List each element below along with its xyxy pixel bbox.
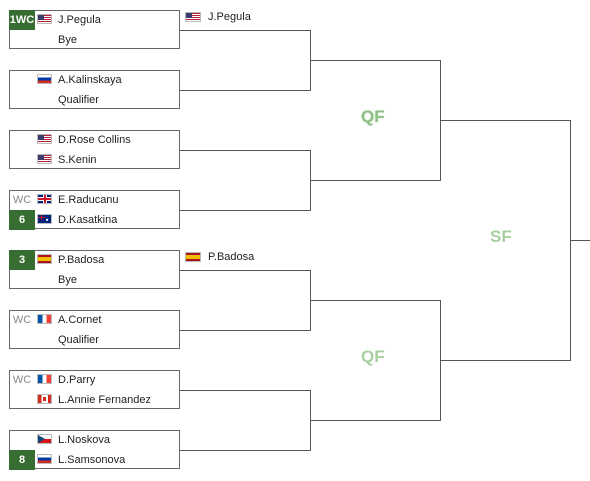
match-box[interactable]: 3 P.Badosa Bye — [9, 250, 180, 289]
player-name[interactable]: D.Rose Collins — [58, 134, 131, 146]
player-row[interactable]: D.Rose Collins — [10, 130, 179, 150]
match-box[interactable]: A.Kalinskaya Qualifier — [9, 70, 180, 109]
seed-badge: 6 — [9, 210, 35, 230]
player-row[interactable]: 8 L.Samsonova — [9, 450, 179, 470]
es-flag-icon — [37, 254, 52, 264]
us-flag-icon — [185, 12, 201, 22]
player-row: Qualifier — [10, 330, 179, 350]
fr-flag-icon — [37, 314, 52, 324]
connector-line — [570, 240, 590, 241]
advanced-player-name[interactable]: P.Badosa — [208, 251, 255, 263]
match-box[interactable]: WC D.Parry L.Annie Fernandez — [9, 370, 180, 409]
player-name[interactable]: L.Annie Fernandez — [58, 394, 151, 406]
player-row[interactable]: 3 P.Badosa — [9, 250, 179, 270]
player-name[interactable]: L.Noskova — [58, 434, 110, 446]
player-row[interactable]: A.Kalinskaya — [10, 70, 179, 90]
au-flag-icon — [37, 214, 52, 224]
es-flag-icon — [185, 252, 201, 262]
round-label-qf: QF — [361, 107, 385, 126]
player-name[interactable]: D.Parry — [58, 374, 96, 386]
connector-line — [180, 150, 311, 151]
seed-badge: 8 — [9, 450, 35, 470]
us-flag-icon — [37, 14, 52, 24]
player-name[interactable]: P.Badosa — [58, 254, 105, 266]
wildcard-badge: WC — [12, 194, 32, 206]
player-row: Bye — [10, 30, 179, 50]
cz-flag-icon — [37, 434, 52, 444]
player-row[interactable]: 1WC J.Pegula — [9, 10, 179, 30]
connector-line — [180, 210, 311, 211]
wildcard-badge: WC — [12, 314, 32, 326]
match-box[interactable]: 1WC J.Pegula Bye — [9, 10, 180, 49]
seed-badge: 3 — [9, 250, 35, 270]
connector-line — [180, 270, 311, 271]
seed-badge: 1WC — [9, 10, 35, 30]
round-label-sf: SF — [490, 227, 512, 246]
connector-line — [440, 360, 571, 361]
connector-line — [310, 300, 441, 301]
player-row[interactable]: L.Noskova — [10, 430, 179, 450]
player-row: Qualifier — [10, 90, 179, 110]
connector-line — [310, 60, 441, 61]
match-box[interactable]: WC E.Raducanu 6 D.Kasatkina — [9, 190, 180, 230]
connector-line — [310, 180, 441, 181]
ru-flag-icon — [37, 454, 52, 464]
player-name[interactable]: E.Raducanu — [58, 194, 119, 206]
player-name[interactable]: A.Kalinskaya — [58, 74, 122, 86]
player-name: Qualifier — [58, 94, 99, 106]
match-box[interactable]: WC A.Cornet Qualifier — [9, 310, 180, 349]
connector-line — [180, 30, 311, 31]
advanced-player-name[interactable]: J.Pegula — [208, 11, 251, 23]
us-flag-icon — [37, 154, 52, 164]
connector-line — [180, 390, 311, 391]
player-row[interactable]: L.Annie Fernandez — [10, 390, 179, 410]
us-flag-icon — [37, 134, 52, 144]
match-box[interactable]: D.Rose Collins S.Kenin — [9, 130, 180, 169]
player-row[interactable]: S.Kenin — [10, 150, 179, 170]
player-name: Bye — [58, 274, 77, 286]
connector-line — [180, 90, 311, 91]
wildcard-badge: WC — [12, 374, 32, 386]
player-name[interactable]: L.Samsonova — [58, 454, 126, 466]
player-name[interactable]: S.Kenin — [58, 154, 97, 166]
player-row[interactable]: WC E.Raducanu — [10, 190, 179, 210]
player-name: Qualifier — [58, 334, 99, 346]
player-name: Bye — [58, 34, 77, 46]
gb-flag-icon — [37, 194, 52, 204]
connector-line — [310, 420, 441, 421]
player-name[interactable]: D.Kasatkina — [58, 214, 118, 226]
connector-line — [180, 450, 311, 451]
round-label-qf: QF — [361, 347, 385, 366]
connector-line — [180, 330, 311, 331]
player-row: Bye — [10, 270, 179, 290]
player-name[interactable]: J.Pegula — [58, 14, 101, 26]
match-box[interactable]: L.Noskova 8 L.Samsonova — [9, 430, 180, 470]
player-row[interactable]: WC D.Parry — [10, 370, 179, 390]
player-row[interactable]: WC A.Cornet — [10, 310, 179, 330]
fr-flag-icon — [37, 374, 52, 384]
ru-flag-icon — [37, 74, 52, 84]
player-row[interactable]: 6 D.Kasatkina — [9, 210, 179, 230]
player-name[interactable]: A.Cornet — [58, 314, 102, 326]
ca-flag-icon — [37, 394, 52, 404]
connector-line — [440, 120, 571, 121]
